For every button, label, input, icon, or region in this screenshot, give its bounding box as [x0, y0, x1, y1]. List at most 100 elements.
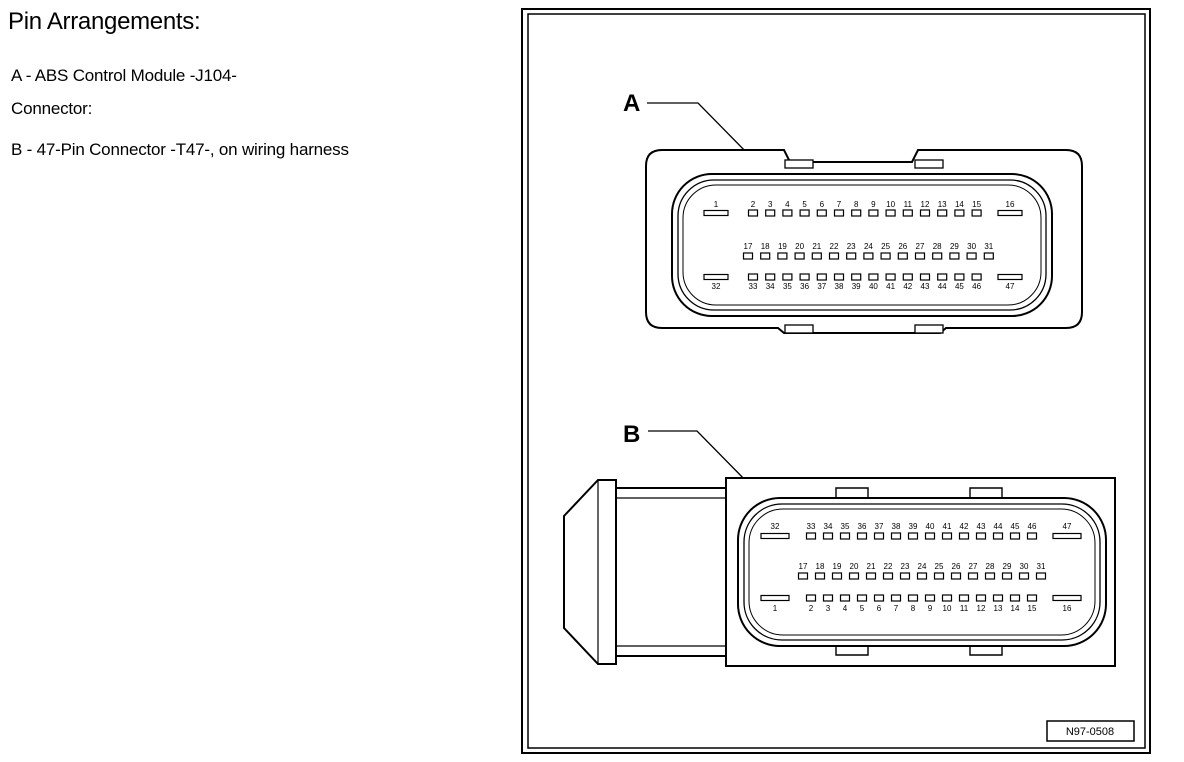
connector-a-pin-number-38: 38 — [835, 282, 844, 291]
connector-b-pin-cavity-17 — [797, 572, 809, 580]
connector-a-pin-number-26: 26 — [898, 242, 907, 251]
connector-b-pin-number-10: 10 — [943, 604, 952, 613]
connector-a-pin-cavity-42 — [902, 273, 913, 281]
legend-item-a: A - ABS Control Module -J104- — [11, 66, 237, 85]
connector-a-pin-cavity-30 — [966, 252, 977, 260]
connector-b-pin-cavity-16 — [1052, 594, 1082, 602]
connector-b-pin-cavity-13 — [992, 594, 1004, 602]
connector-a-pin-number-20: 20 — [795, 242, 804, 251]
connector-b-pin-number-5: 5 — [860, 604, 865, 613]
connector-a-pin-number-29: 29 — [950, 242, 959, 251]
connector-b-pin-cavity-8 — [907, 594, 919, 602]
connector-a-pin-number-46: 46 — [972, 282, 981, 291]
connector-a-pin-number-31: 31 — [984, 242, 993, 251]
connector-b-pin-cavity-35 — [839, 532, 851, 540]
connector-b-pin-cavity-37 — [873, 532, 885, 540]
connector-a-pin-number-42: 42 — [903, 282, 912, 291]
connector-a-pin-number-22: 22 — [830, 242, 839, 251]
connector-a-pin-number-21: 21 — [812, 242, 821, 251]
connector-a-pin-cavity-26 — [897, 252, 908, 260]
connector-b-pin-cavity-21 — [865, 572, 877, 580]
connector-a-pin-cavity-11 — [902, 209, 913, 217]
connector-b-pin-number-43: 43 — [977, 522, 986, 531]
connector-a-pin-number-11: 11 — [904, 200, 913, 209]
connector-a-pin-cavity-6 — [816, 209, 827, 217]
connector-a-pin-cavity-19 — [777, 252, 788, 260]
connector-b-pin-number-15: 15 — [1028, 604, 1037, 613]
connector-b-pin-cavity-7 — [890, 594, 902, 602]
connector-b-pin-cavity-5 — [856, 594, 868, 602]
connector-b-pin-number-26: 26 — [952, 562, 961, 571]
connector-a-pin-cavity-41 — [885, 273, 896, 281]
connector-b-pin-number-3: 3 — [826, 604, 831, 613]
connector-a-pin-number-32: 32 — [712, 282, 721, 291]
connector-b-pin-number-16: 16 — [1063, 604, 1072, 613]
connector-b-pin-cavity-11 — [958, 594, 970, 602]
connector-b-shroud-outer — [737, 497, 1107, 647]
connector-a-latch-top-right — [914, 159, 944, 169]
page-title: Pin Arrangements: — [8, 8, 201, 35]
connector-a-pin-number-2: 2 — [751, 200, 756, 209]
connector-b-pin-number-28: 28 — [986, 562, 995, 571]
connector-b-pin-cavity-29 — [1001, 572, 1013, 580]
connector-a-pin-number-41: 41 — [886, 282, 895, 291]
connector-a-latch-bottom-left — [784, 324, 814, 334]
connector-a-pin-cavity-21 — [811, 252, 822, 260]
connector-b-pin-number-47: 47 — [1063, 522, 1072, 531]
connector-a-pin-cavity-9 — [868, 209, 879, 217]
connector-a-pin-number-44: 44 — [938, 282, 947, 291]
connector-b-pin-number-17: 17 — [799, 562, 808, 571]
connector-b-pin-number-13: 13 — [994, 604, 1003, 613]
connector-b-pin-number-2: 2 — [809, 604, 814, 613]
connector-a-pin-number-7: 7 — [837, 200, 842, 209]
connector-a-pin-number-37: 37 — [817, 282, 826, 291]
connector-a-pin-number-16: 16 — [1006, 200, 1015, 209]
connector-a-pin-number-24: 24 — [864, 242, 873, 251]
connector-a-pin-cavity-28 — [932, 252, 943, 260]
connector-b-pin-cavity-27 — [967, 572, 979, 580]
connector-b-pin-cavity-12 — [975, 594, 987, 602]
callout-a-label: A — [623, 90, 640, 117]
connector-a-pin-number-17: 17 — [744, 242, 753, 251]
connector-a-pin-cavity-29 — [949, 252, 960, 260]
connector-a-pin-cavity-34 — [765, 273, 776, 281]
connector-a-housing — [645, 149, 1083, 334]
connector-b-pin-cavity-19 — [831, 572, 843, 580]
connector-a-pin-number-13: 13 — [938, 200, 947, 209]
connector-b-pin-cavity-31 — [1035, 572, 1047, 580]
connector-a-pin-cavity-35 — [782, 273, 793, 281]
connector-b-pin-number-12: 12 — [977, 604, 986, 613]
connector-b-pin-number-40: 40 — [926, 522, 935, 531]
connector-a-pin-cavity-24 — [863, 252, 874, 260]
connector-a-pin-cavity-25 — [880, 252, 891, 260]
connector-b-pin-number-41: 41 — [943, 522, 952, 531]
connector-a-pin-cavity-23 — [846, 252, 857, 260]
diagram-frame-outer — [521, 8, 1151, 754]
connector-a-latch-bottom-right — [914, 324, 944, 334]
connector-b-pin-number-37: 37 — [875, 522, 884, 531]
connector-a-shroud-inner — [677, 179, 1047, 311]
connector-a-pin-number-28: 28 — [933, 242, 942, 251]
connector-a-pin-cavity-8 — [851, 209, 862, 217]
connector-b-pin-number-45: 45 — [1011, 522, 1020, 531]
connector-a-pin-cavity-12 — [919, 209, 931, 217]
figure-id-box — [1046, 720, 1135, 742]
connector-b-pin-number-38: 38 — [892, 522, 901, 531]
connector-b-pin-cavity-18 — [814, 572, 826, 580]
connector-b-pin-cavity-32 — [760, 532, 790, 540]
connector-a-pin-number-39: 39 — [852, 282, 861, 291]
connector-a-pin-number-25: 25 — [881, 242, 890, 251]
connector-b-pin-cavity-1 — [760, 594, 790, 602]
connector-b-pin-number-8: 8 — [911, 604, 916, 613]
connector-a-pin-cavity-43 — [919, 273, 931, 281]
connector-b-pin-cavity-38 — [890, 532, 902, 540]
connector-a-pin-number-12: 12 — [921, 200, 930, 209]
connector-a-pin-cavity-16 — [997, 209, 1023, 217]
connector-b-pin-cavity-28 — [984, 572, 996, 580]
connector-b-pin-number-35: 35 — [841, 522, 850, 531]
connector-a-pin-number-23: 23 — [847, 242, 856, 251]
connector-a-pin-cavity-37 — [816, 273, 827, 281]
connector-b-pin-number-20: 20 — [850, 562, 859, 571]
connector-b-pin-cavity-44 — [992, 532, 1004, 540]
